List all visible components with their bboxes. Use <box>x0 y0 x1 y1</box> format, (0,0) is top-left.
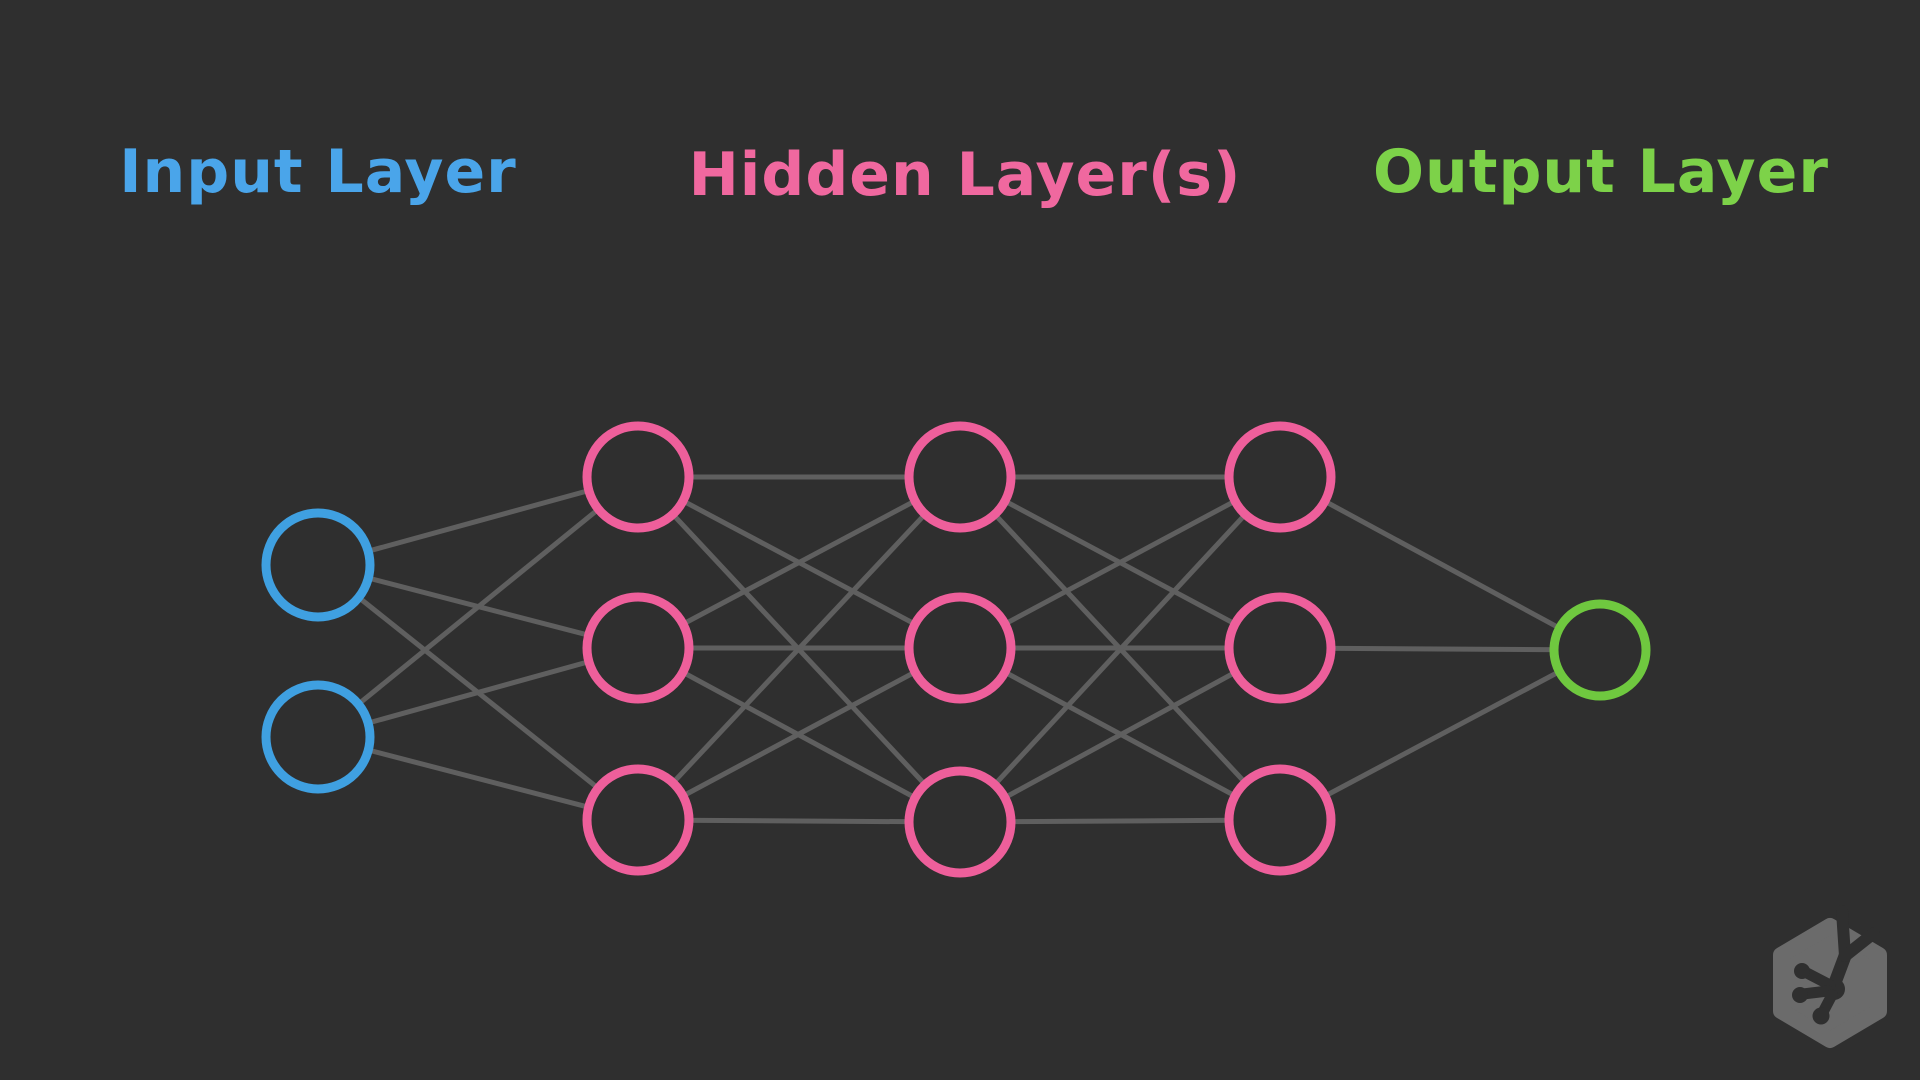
node-hidden-2-3 <box>904 766 1016 878</box>
hidden-layer-title: Hidden Layer(s) <box>688 140 1242 210</box>
node-hidden-3-2 <box>1224 592 1336 704</box>
node-input-1 <box>261 508 375 622</box>
connection-line <box>1278 474 1602 653</box>
connection-line <box>316 475 640 739</box>
connection-line <box>636 474 962 651</box>
connection-line <box>636 645 962 823</box>
input-layer-title: Input Layer <box>119 137 517 207</box>
output-layer-title: Output Layer <box>1373 137 1829 207</box>
node-hidden-1-2 <box>582 592 694 704</box>
node-input-2 <box>261 680 375 794</box>
connection-line <box>958 475 1282 824</box>
node-hidden-1-3 <box>582 764 694 876</box>
treehouse-logo <box>1773 905 1887 1048</box>
connection-line <box>636 475 962 822</box>
node-hidden-2-1 <box>904 421 1016 533</box>
connection-line <box>1278 647 1602 823</box>
node-hidden-2-2 <box>904 592 1016 704</box>
logo-badge <box>1773 905 1887 1048</box>
connection-line <box>958 645 1282 825</box>
node-output-1 <box>1549 599 1651 701</box>
node-hidden-1-1 <box>582 421 694 533</box>
frog-foot-icon <box>1792 905 1880 1025</box>
node-hidden-3-1 <box>1224 421 1336 533</box>
node-hidden-3-3 <box>1224 764 1336 876</box>
connection-line <box>958 474 1282 651</box>
